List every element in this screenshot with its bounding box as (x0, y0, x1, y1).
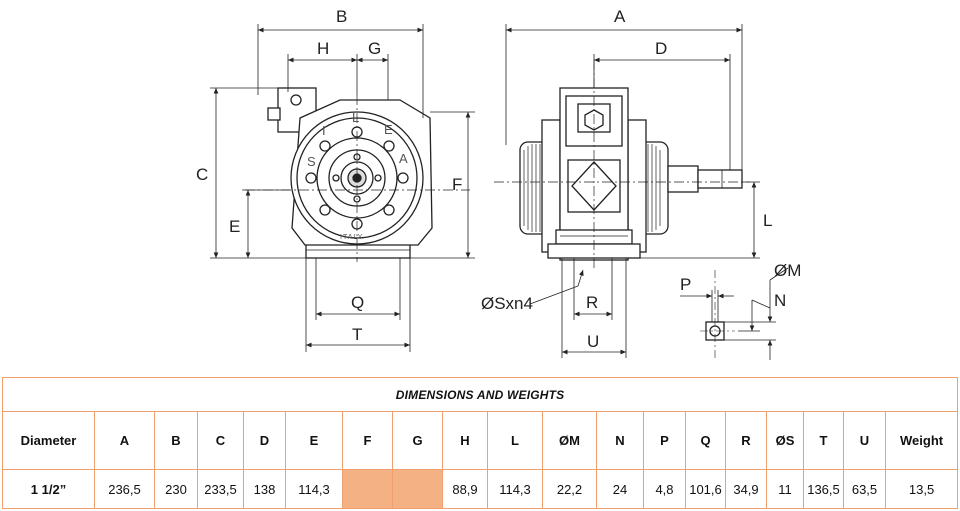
cell-diameter: 1 1/2” (2, 469, 95, 509)
dim-label-T: T (352, 325, 362, 344)
side-dimensions (505, 24, 760, 358)
cell-q: 101,6 (685, 469, 726, 509)
dim-label-B: B (336, 7, 347, 26)
header-diameter: Diameter (2, 411, 95, 470)
header-h: H (442, 411, 488, 470)
dim-label-U: U (587, 332, 599, 351)
cell-t: 136,5 (803, 469, 844, 509)
header-weight: Weight (884, 411, 959, 470)
cell-u: 63,5 (843, 469, 886, 509)
cell-b: 230 (154, 469, 198, 509)
svg-text:S: S (307, 154, 318, 169)
header-a: A (94, 411, 155, 470)
cell-f-empty (342, 469, 393, 509)
svg-text:A: A (399, 151, 410, 166)
header-p: P (643, 411, 686, 470)
cell-m: 22,2 (542, 469, 597, 509)
header-q: Q (685, 411, 726, 470)
header-b: B (154, 411, 198, 470)
header-u: U (843, 411, 886, 470)
cell-r: 34,9 (725, 469, 767, 509)
cell-s: 11 (766, 469, 804, 509)
header-g: G (392, 411, 443, 470)
dim-label-M: ØM (774, 261, 801, 280)
table-header-row: Diameter A B C D E F G H L ØM N P Q R ØS… (2, 411, 959, 470)
dim-label-S: ØSxn4 (481, 294, 533, 313)
header-m: ØM (542, 411, 597, 470)
cell-h: 88,9 (442, 469, 488, 509)
cell-n: 24 (596, 469, 644, 509)
cell-c: 233,5 (197, 469, 244, 509)
header-r: R (725, 411, 767, 470)
cell-d: 138 (243, 469, 286, 509)
dim-label-L: L (763, 211, 772, 230)
dim-label-E: E (229, 217, 240, 236)
header-c: C (197, 411, 244, 470)
dim-label-R: R (586, 293, 598, 312)
casting-lettering: S I L E A ITALY (307, 110, 410, 241)
dim-label-D: D (655, 39, 667, 58)
header-l: L (487, 411, 543, 470)
shaft-key-detail (680, 267, 789, 360)
cell-g-empty (392, 469, 443, 509)
dimensions-table: DIMENSIONS AND WEIGHTS Diameter A B C D … (1, 377, 959, 509)
table-title: DIMENSIONS AND WEIGHTS (1, 377, 959, 412)
svg-text:E: E (384, 122, 395, 137)
dim-label-C: C (196, 165, 208, 184)
dim-label-A: A (614, 7, 626, 26)
header-n: N (596, 411, 644, 470)
header-d: D (243, 411, 286, 470)
header-f: F (342, 411, 393, 470)
cell-a: 236,5 (94, 469, 155, 509)
svg-text:I: I (322, 123, 328, 138)
svg-text:L: L (352, 110, 361, 125)
header-s: ØS (766, 411, 804, 470)
front-dimensions (210, 24, 475, 352)
svg-text:ITALY: ITALY (340, 234, 363, 241)
cell-e: 114,3 (285, 469, 343, 509)
cell-l: 114,3 (487, 469, 543, 509)
side-view (494, 60, 750, 270)
technical-drawing: S I L E A ITALY B (196, 7, 801, 360)
dim-label-F: F (452, 175, 462, 194)
table-row: 1 1/2” 236,5 230 233,5 138 114,3 88,9 11… (2, 469, 959, 509)
header-t: T (803, 411, 844, 470)
dim-label-H: H (317, 39, 329, 58)
dim-label-G: G (368, 39, 381, 58)
dim-label-Q: Q (351, 293, 364, 312)
cell-weight: 13,5 (884, 469, 959, 509)
cell-p: 4,8 (643, 469, 686, 509)
front-view (245, 87, 470, 262)
dim-label-P: P (680, 275, 691, 294)
dim-label-N: N (774, 291, 786, 310)
header-e: E (285, 411, 343, 470)
